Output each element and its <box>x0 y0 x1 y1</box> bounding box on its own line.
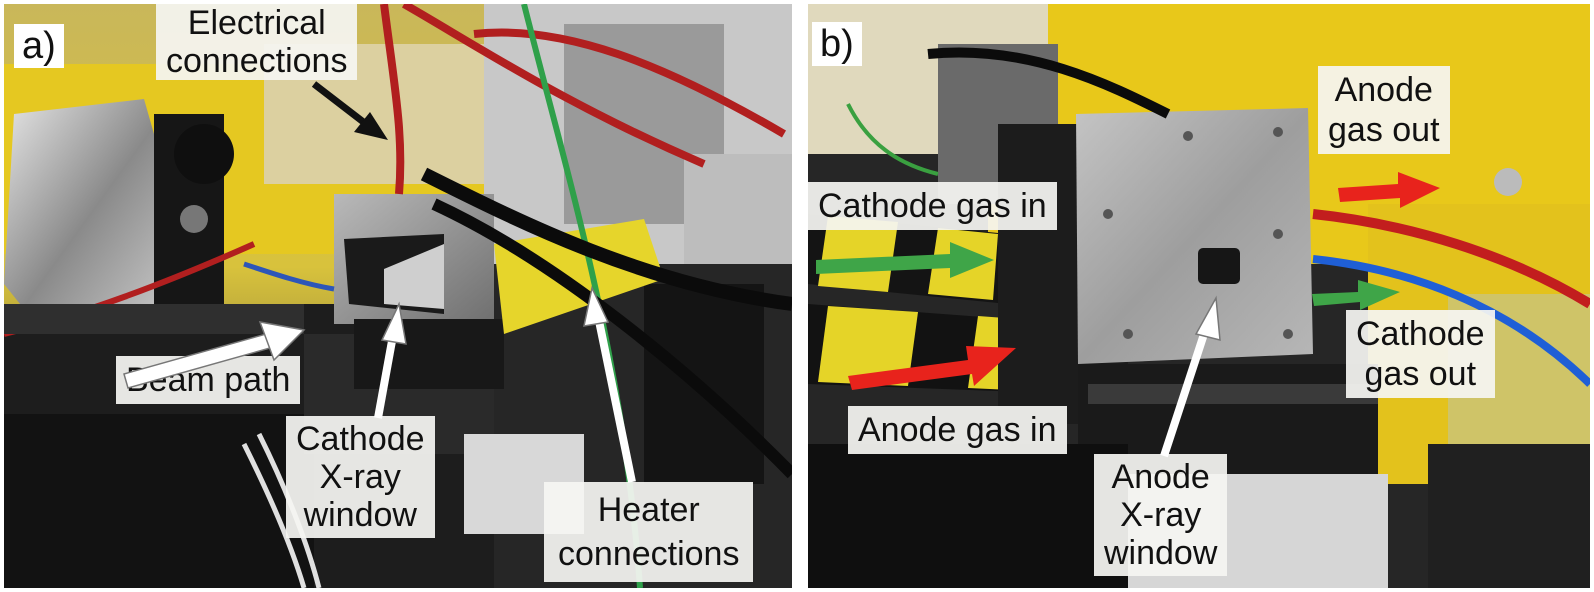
photo-panel-b: Cathode gas in Anode gas in Anode gas ou… <box>808 4 1590 588</box>
label-beam-path: Beam path <box>116 356 301 404</box>
panel-letter-b: b) <box>812 22 862 66</box>
label-heater-connections: Heater connections <box>544 482 754 582</box>
label-line: Anode <box>1111 458 1210 496</box>
label-cathode-gas-out: Cathode gas out <box>1346 310 1495 398</box>
label-line: Cathode <box>296 420 425 458</box>
label-anode-gas-out: Anode gas out <box>1318 66 1450 154</box>
label-electrical-connections: Electrical connections <box>156 4 358 80</box>
label-line: connections <box>558 535 740 573</box>
label-anode-gas-in: Anode gas in <box>848 406 1067 454</box>
label-line: window <box>1104 534 1218 572</box>
label-line: Cathode <box>1356 315 1485 353</box>
label-line: gas out <box>1364 355 1477 393</box>
label-cathode-x-ray-window: Cathode X-ray window <box>286 416 435 538</box>
label-line: Heater <box>597 491 700 529</box>
label-line: window <box>303 496 417 534</box>
label-line: X-ray <box>319 458 401 496</box>
label-line: Anode <box>1334 71 1433 109</box>
label-line: Electrical <box>187 4 326 42</box>
label-cathode-gas-in: Cathode gas in <box>808 182 1057 230</box>
panel-letter-a: a) <box>14 24 64 68</box>
label-anode-x-ray-window: Anode X-ray window <box>1094 454 1228 576</box>
label-line: X-ray <box>1120 496 1202 534</box>
label-line: gas out <box>1328 111 1440 149</box>
label-line: connections <box>166 42 348 80</box>
photo-panel-a: Electrical connections Beam path Cathode… <box>4 4 792 588</box>
